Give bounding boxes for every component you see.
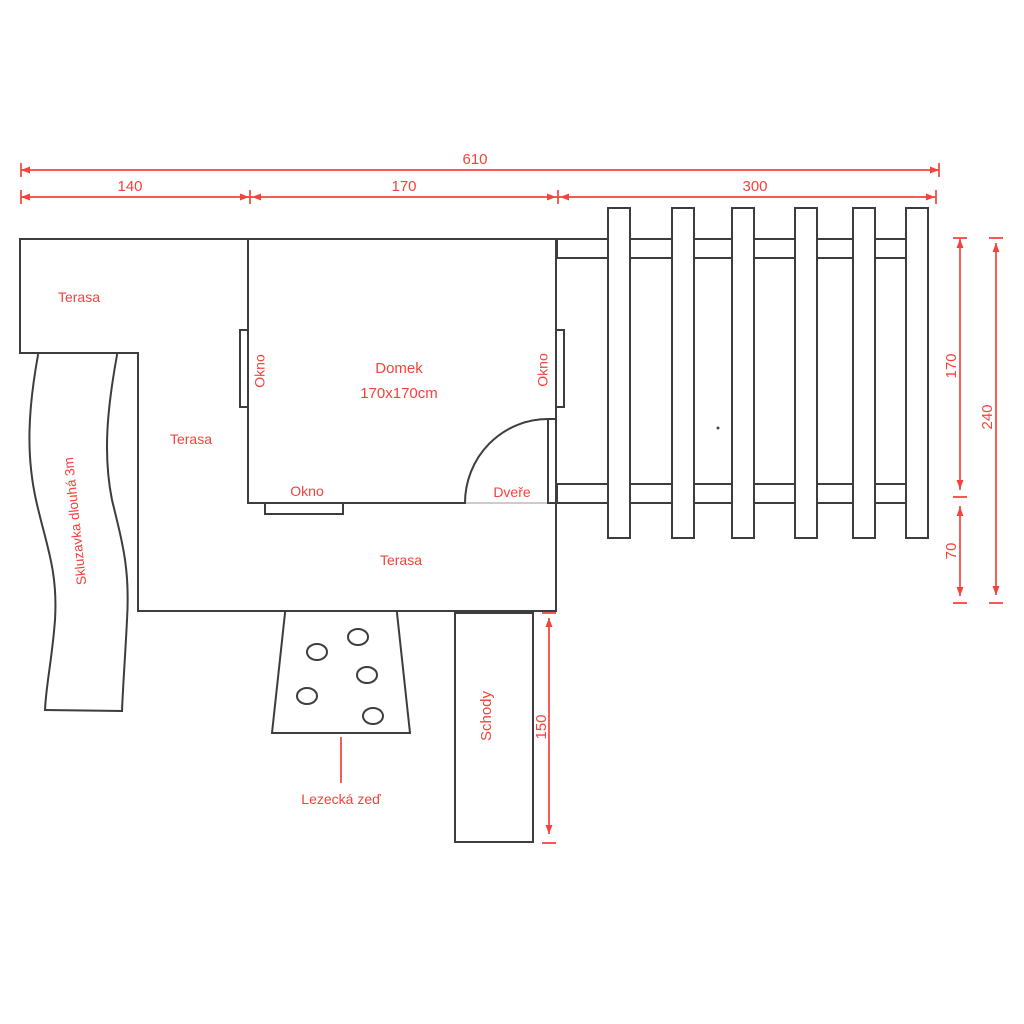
dim-arrow	[21, 193, 30, 201]
slide-bottom-edge	[43, 708, 124, 713]
house-size-label: 170x170cm	[360, 385, 438, 402]
dim-arrow-left	[21, 166, 30, 174]
climbing-hold-5	[362, 707, 384, 725]
climbing-hold-1	[306, 643, 328, 661]
window-bottom	[264, 502, 344, 515]
dim-arrow	[926, 193, 935, 201]
fence-slat-5	[852, 207, 876, 539]
fence-slat-1	[607, 207, 631, 539]
fence-slat-4	[794, 207, 818, 539]
door-label: Dveře	[493, 484, 531, 500]
fence-slat-3	[731, 207, 755, 539]
house-name-label: Domek	[375, 360, 423, 377]
dim-ticks-150	[542, 612, 556, 844]
dim-arrow-right	[930, 166, 939, 174]
window-bottom-label: Okno	[290, 483, 324, 499]
fence-slat-2	[671, 207, 695, 539]
stray-mark	[716, 426, 720, 430]
window-right	[555, 329, 565, 408]
dim-label-70: 70	[943, 543, 960, 560]
dim-arrow	[956, 587, 964, 596]
dim-label-170-top: 170	[391, 178, 416, 195]
climbing-hold-4	[296, 687, 318, 705]
slide-right-edge	[105, 353, 129, 713]
terrace-bottom-label: Terasa	[380, 552, 422, 568]
dim-label-300: 300	[742, 178, 767, 195]
dim-arrow	[545, 825, 553, 834]
dim-arrow	[992, 243, 1000, 252]
dim-arrow	[240, 193, 249, 201]
climbing-wall-label: Lezecká zeď	[301, 791, 381, 807]
dim-label-150: 150	[533, 714, 550, 739]
climbing-hold-2	[347, 628, 369, 646]
dim-ticks-right-outer	[989, 237, 1003, 604]
dim-label-170-right: 170	[943, 353, 960, 378]
dim-arrow	[992, 586, 1000, 595]
stairs-label: Schody	[478, 690, 495, 741]
window-left	[239, 329, 249, 408]
dim-arrow	[560, 193, 569, 201]
climbing-wall-outline	[270, 611, 412, 734]
dim-arrow	[252, 193, 261, 201]
dim-ticks-right-inner	[953, 237, 967, 604]
dim-label-610: 610	[462, 151, 487, 168]
dim-label-140: 140	[117, 178, 142, 195]
door-leaf-line	[547, 418, 557, 504]
terrace-mid-label: Terasa	[170, 431, 212, 447]
dim-arrow	[956, 239, 964, 248]
dim-arrow	[545, 618, 553, 627]
fence-slat-6	[905, 207, 929, 539]
slide-left-edge	[28, 353, 57, 712]
door-swing-arc	[463, 417, 550, 505]
slide-label: Skluzavka dlouhá 3m	[61, 457, 89, 586]
terrace-top-label: Terasa	[58, 289, 100, 305]
dim-arrow	[547, 193, 556, 201]
stairs-outline	[454, 612, 534, 843]
dim-arrow	[956, 507, 964, 516]
dim-arrow	[956, 480, 964, 489]
window-right-label: Okno	[535, 353, 551, 387]
window-left-label: Okno	[252, 354, 268, 388]
dim-label-240: 240	[979, 404, 996, 429]
climbing-hold-3	[356, 666, 378, 684]
